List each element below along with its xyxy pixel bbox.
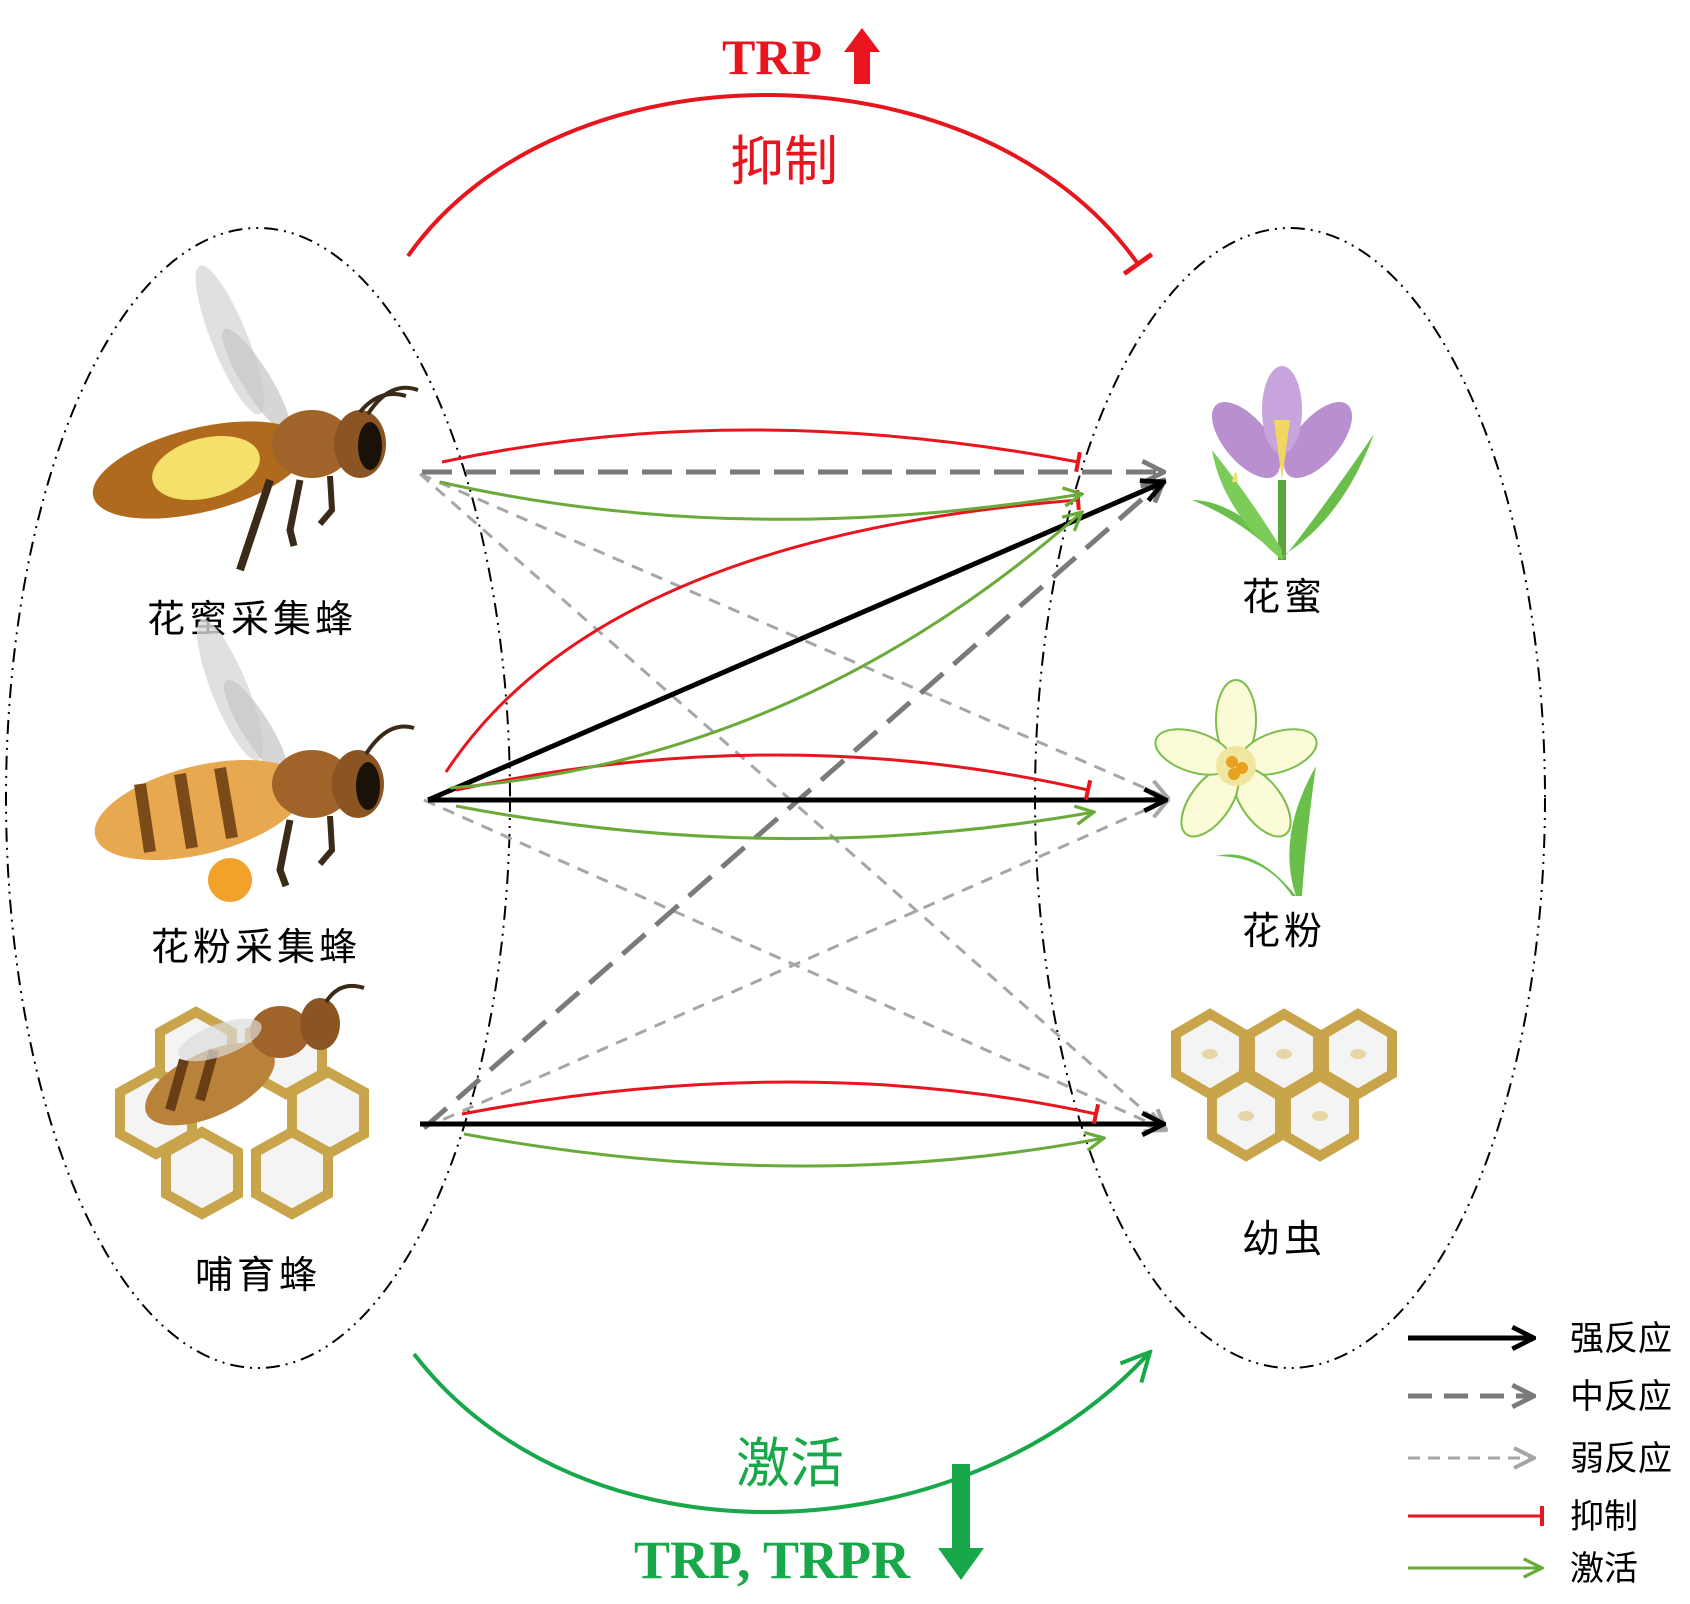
activate-pollenbee-to-nectar — [449, 512, 1082, 790]
nectar-forager-bee-icon — [92, 265, 419, 572]
medium-connections — [422, 472, 1164, 1130]
inhibit-nurse-to-larva — [461, 1080, 1101, 1125]
legend-medium-label: 中反应 — [1570, 1377, 1672, 1417]
strong-pollenbee-to-nectar — [427, 482, 1164, 803]
weak-nectarbee-to-pollen — [419, 472, 1168, 798]
pollen-forager-label: 花粉采集蜂 — [151, 925, 361, 969]
top-effect-label: 抑制 — [730, 130, 838, 193]
down-arrow-icon — [938, 1464, 984, 1580]
larva-label: 幼虫 — [1242, 1217, 1326, 1261]
bottom-trp-label: TRP, TRPR — [634, 1530, 911, 1590]
up-arrow-icon — [844, 28, 880, 84]
activate-nectarbee-to-nectar — [439, 480, 1082, 521]
legend-weak-label: 弱反应 — [1570, 1439, 1672, 1479]
larva-comb-icon — [1171, 1008, 1397, 1162]
nurse-label: 哺育蜂 — [195, 1253, 321, 1297]
weak-nectarbee-to-larva — [419, 472, 1166, 1130]
nectar-flower-icon — [1192, 366, 1374, 560]
medium-nurse-to-nectar — [422, 480, 1164, 1130]
inhibit-nectarbee-to-nectar — [441, 428, 1082, 473]
nurse-bee-icon — [115, 983, 369, 1220]
weak-nurse-to-pollen — [423, 800, 1168, 1130]
top-trp-label: TRP — [722, 29, 822, 85]
pollen-flower-icon — [1154, 679, 1318, 896]
legend-inhibit-label: 抑制 — [1570, 1497, 1638, 1537]
bottom-activate-arc — [412, 1352, 1150, 1514]
activate-pollenbee-to-pollen — [455, 804, 1094, 841]
nectar-forager-label: 花蜜采集蜂 — [147, 597, 357, 641]
pollen-label: 花粉 — [1242, 909, 1326, 953]
strong-connections — [420, 482, 1166, 1124]
inhibit-connections — [441, 428, 1101, 1125]
inhibit-pollenbee-to-nectar — [444, 489, 1081, 773]
inhibit-pollenbee-to-pollen — [455, 753, 1093, 801]
activate-nurse-to-larva — [463, 1134, 1104, 1168]
top-inhibit-arc — [406, 93, 1154, 276]
pollen-forager-bee-icon — [94, 619, 415, 902]
legend: 强反应 中反应 弱反应 抑制 激活 — [1408, 1319, 1672, 1589]
activate-connections — [439, 480, 1104, 1168]
legend-strong-label: 强反应 — [1570, 1319, 1672, 1359]
bottom-effect-label: 激活 — [736, 1432, 844, 1495]
weak-connections — [419, 472, 1168, 1130]
nectar-label: 花蜜 — [1242, 575, 1326, 619]
legend-activate-label: 激活 — [1570, 1549, 1638, 1589]
